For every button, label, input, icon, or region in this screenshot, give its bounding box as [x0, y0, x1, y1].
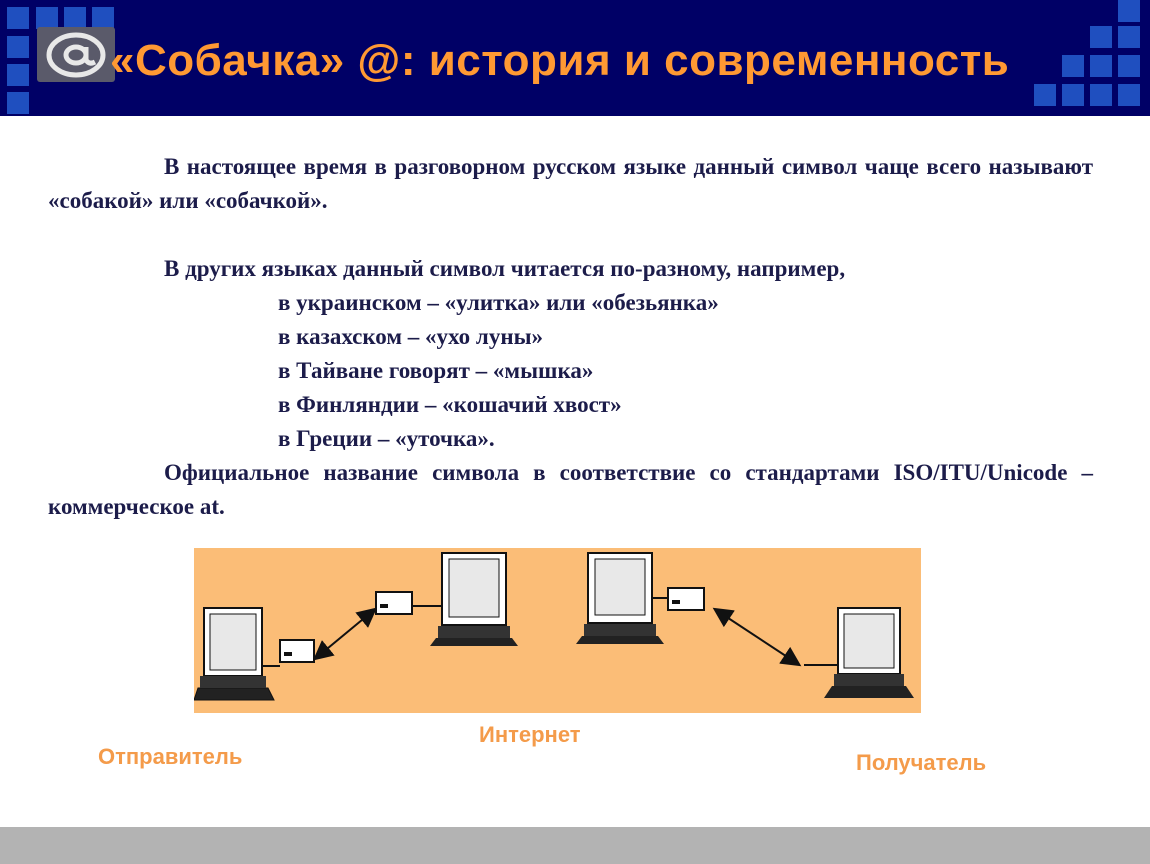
- paragraph-3: Официальное название символа в соответст…: [48, 460, 1093, 519]
- sender-computer-icon: [193, 607, 280, 701]
- decor-square: [1090, 26, 1112, 48]
- sender-modem-icon: [279, 639, 315, 663]
- example-ukrainian: в украинском – «улитка» или «обезьянка»: [278, 290, 719, 315]
- example-finland: в Финляндии – «кошачий хвост»: [278, 392, 622, 417]
- at-sign-icon: [37, 27, 115, 82]
- decor-square: [7, 7, 29, 29]
- title-bar: «Собачка» @: история и современность: [0, 0, 1150, 116]
- arrow-internet-to-receiver: [712, 607, 802, 667]
- internet-label: Интернет: [479, 722, 581, 747]
- decor-square: [1118, 0, 1140, 22]
- internet-computer-2-icon: [576, 552, 668, 644]
- decor-square: [36, 7, 58, 29]
- decor-square: [1118, 55, 1140, 77]
- decor-square: [1118, 84, 1140, 106]
- main-text: В настоящее время в разговорном русском …: [48, 150, 1093, 524]
- example-taiwan: в Тайване говорят – «мышка»: [278, 358, 594, 383]
- example-kazakh: в казахском – «ухо луны»: [278, 324, 544, 349]
- decor-square: [64, 7, 86, 29]
- internet-modem-1-icon: [375, 591, 413, 615]
- footer-bar: [0, 827, 1150, 864]
- decor-square: [92, 7, 114, 29]
- receiver-computer-icon: [804, 607, 914, 698]
- paragraph-1: В настоящее время в разговорном русском …: [48, 154, 1093, 213]
- decor-square: [7, 92, 29, 114]
- sender-label: Отправитель: [98, 744, 243, 769]
- receiver-label: Получатель: [856, 750, 987, 775]
- decor-square: [7, 64, 29, 86]
- network-diagram: [193, 548, 921, 713]
- decor-square: [1062, 84, 1084, 106]
- decor-square: [1034, 84, 1056, 106]
- paragraph-2-intro: В других языках данный символ читается п…: [164, 256, 846, 281]
- decor-square: [1090, 55, 1112, 77]
- decor-square: [7, 36, 29, 58]
- arrow-sender-to-internet: [312, 607, 378, 661]
- decor-square: [1118, 26, 1140, 48]
- decor-square: [1062, 55, 1084, 77]
- decor-square: [1090, 84, 1112, 106]
- internet-modem-2-icon: [667, 587, 705, 611]
- example-greece: в Греции – «уточка».: [278, 426, 495, 451]
- internet-computer-1-icon: [412, 552, 518, 646]
- page-title: «Собачка» @: история и современность: [110, 36, 1010, 85]
